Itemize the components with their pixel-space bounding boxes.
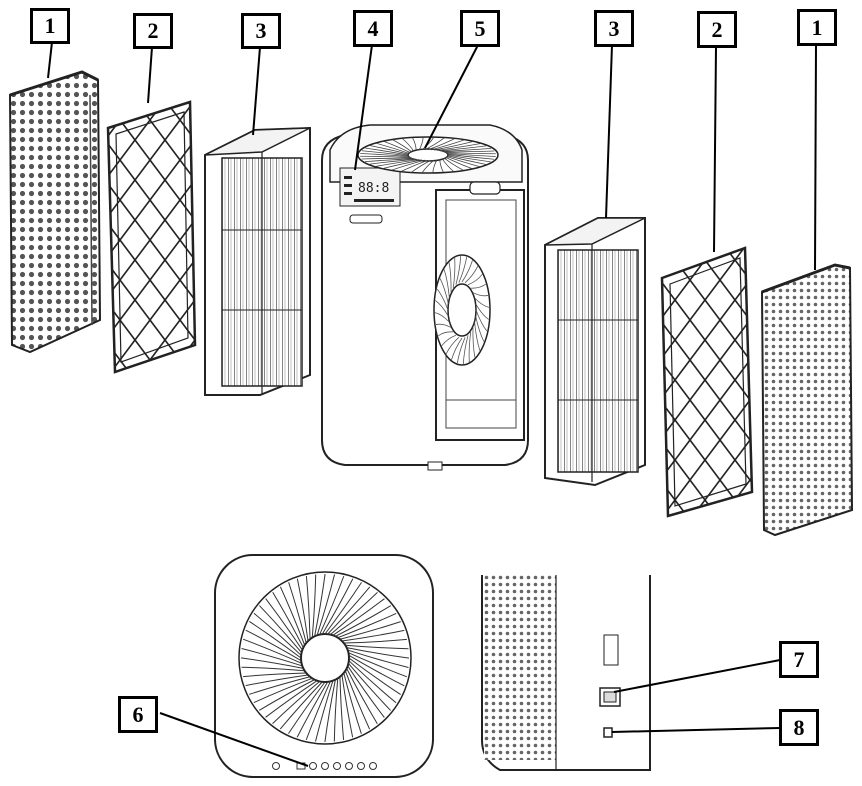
back-view [481, 575, 651, 771]
power-switch [603, 727, 613, 738]
touch-buttons [272, 762, 377, 770]
callout-7: 7 [779, 641, 819, 678]
display-panel: 88:8 [339, 167, 401, 207]
callout-4: 4 [353, 10, 393, 47]
right-cover-panel [760, 263, 854, 537]
right-mesh-filter [660, 246, 754, 518]
callout-6: 6 [118, 696, 158, 733]
callout-2-left: 2 [133, 13, 173, 49]
inner-fan [433, 254, 491, 366]
left-mesh-filter [106, 100, 197, 374]
top-view [214, 554, 434, 778]
callout-1-right: 1 [797, 9, 837, 46]
callout-2-right: 2 [697, 11, 737, 48]
left-cover-panel [8, 70, 102, 354]
display-readout: 88:8 [358, 181, 389, 196]
callout-5: 5 [460, 10, 500, 47]
left-hepa-filter [204, 126, 311, 396]
leader-lines [47, 41, 817, 767]
callout-1-left: 1 [30, 8, 70, 44]
callout-3-left: 3 [241, 13, 281, 49]
top-fan-grille [357, 136, 499, 174]
callout-3-right: 3 [594, 10, 634, 47]
callout-8: 8 [779, 709, 819, 746]
right-hepa-filter [544, 217, 646, 487]
purifier-body: 88:8 [321, 124, 529, 471]
